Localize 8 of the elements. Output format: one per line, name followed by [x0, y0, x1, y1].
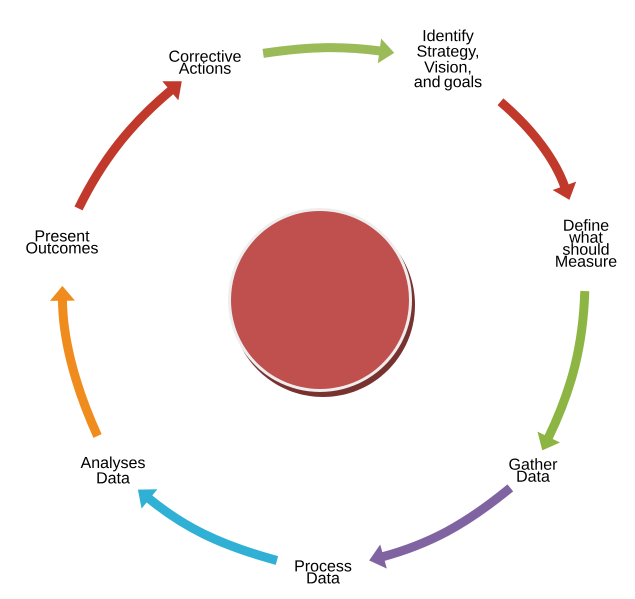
step-label: Analyses Data	[80, 456, 145, 484]
step-label: Gather Data	[509, 458, 558, 482]
step-label: Define what should Measure	[556, 219, 616, 267]
step-label: Present Outcomes	[26, 230, 98, 254]
step-label: Process Data	[295, 560, 352, 584]
step-label: Identify Strategy, Vision, and goals	[414, 30, 482, 90]
step-label: Corrective Actions	[169, 50, 241, 74]
center-circle	[228, 208, 415, 397]
